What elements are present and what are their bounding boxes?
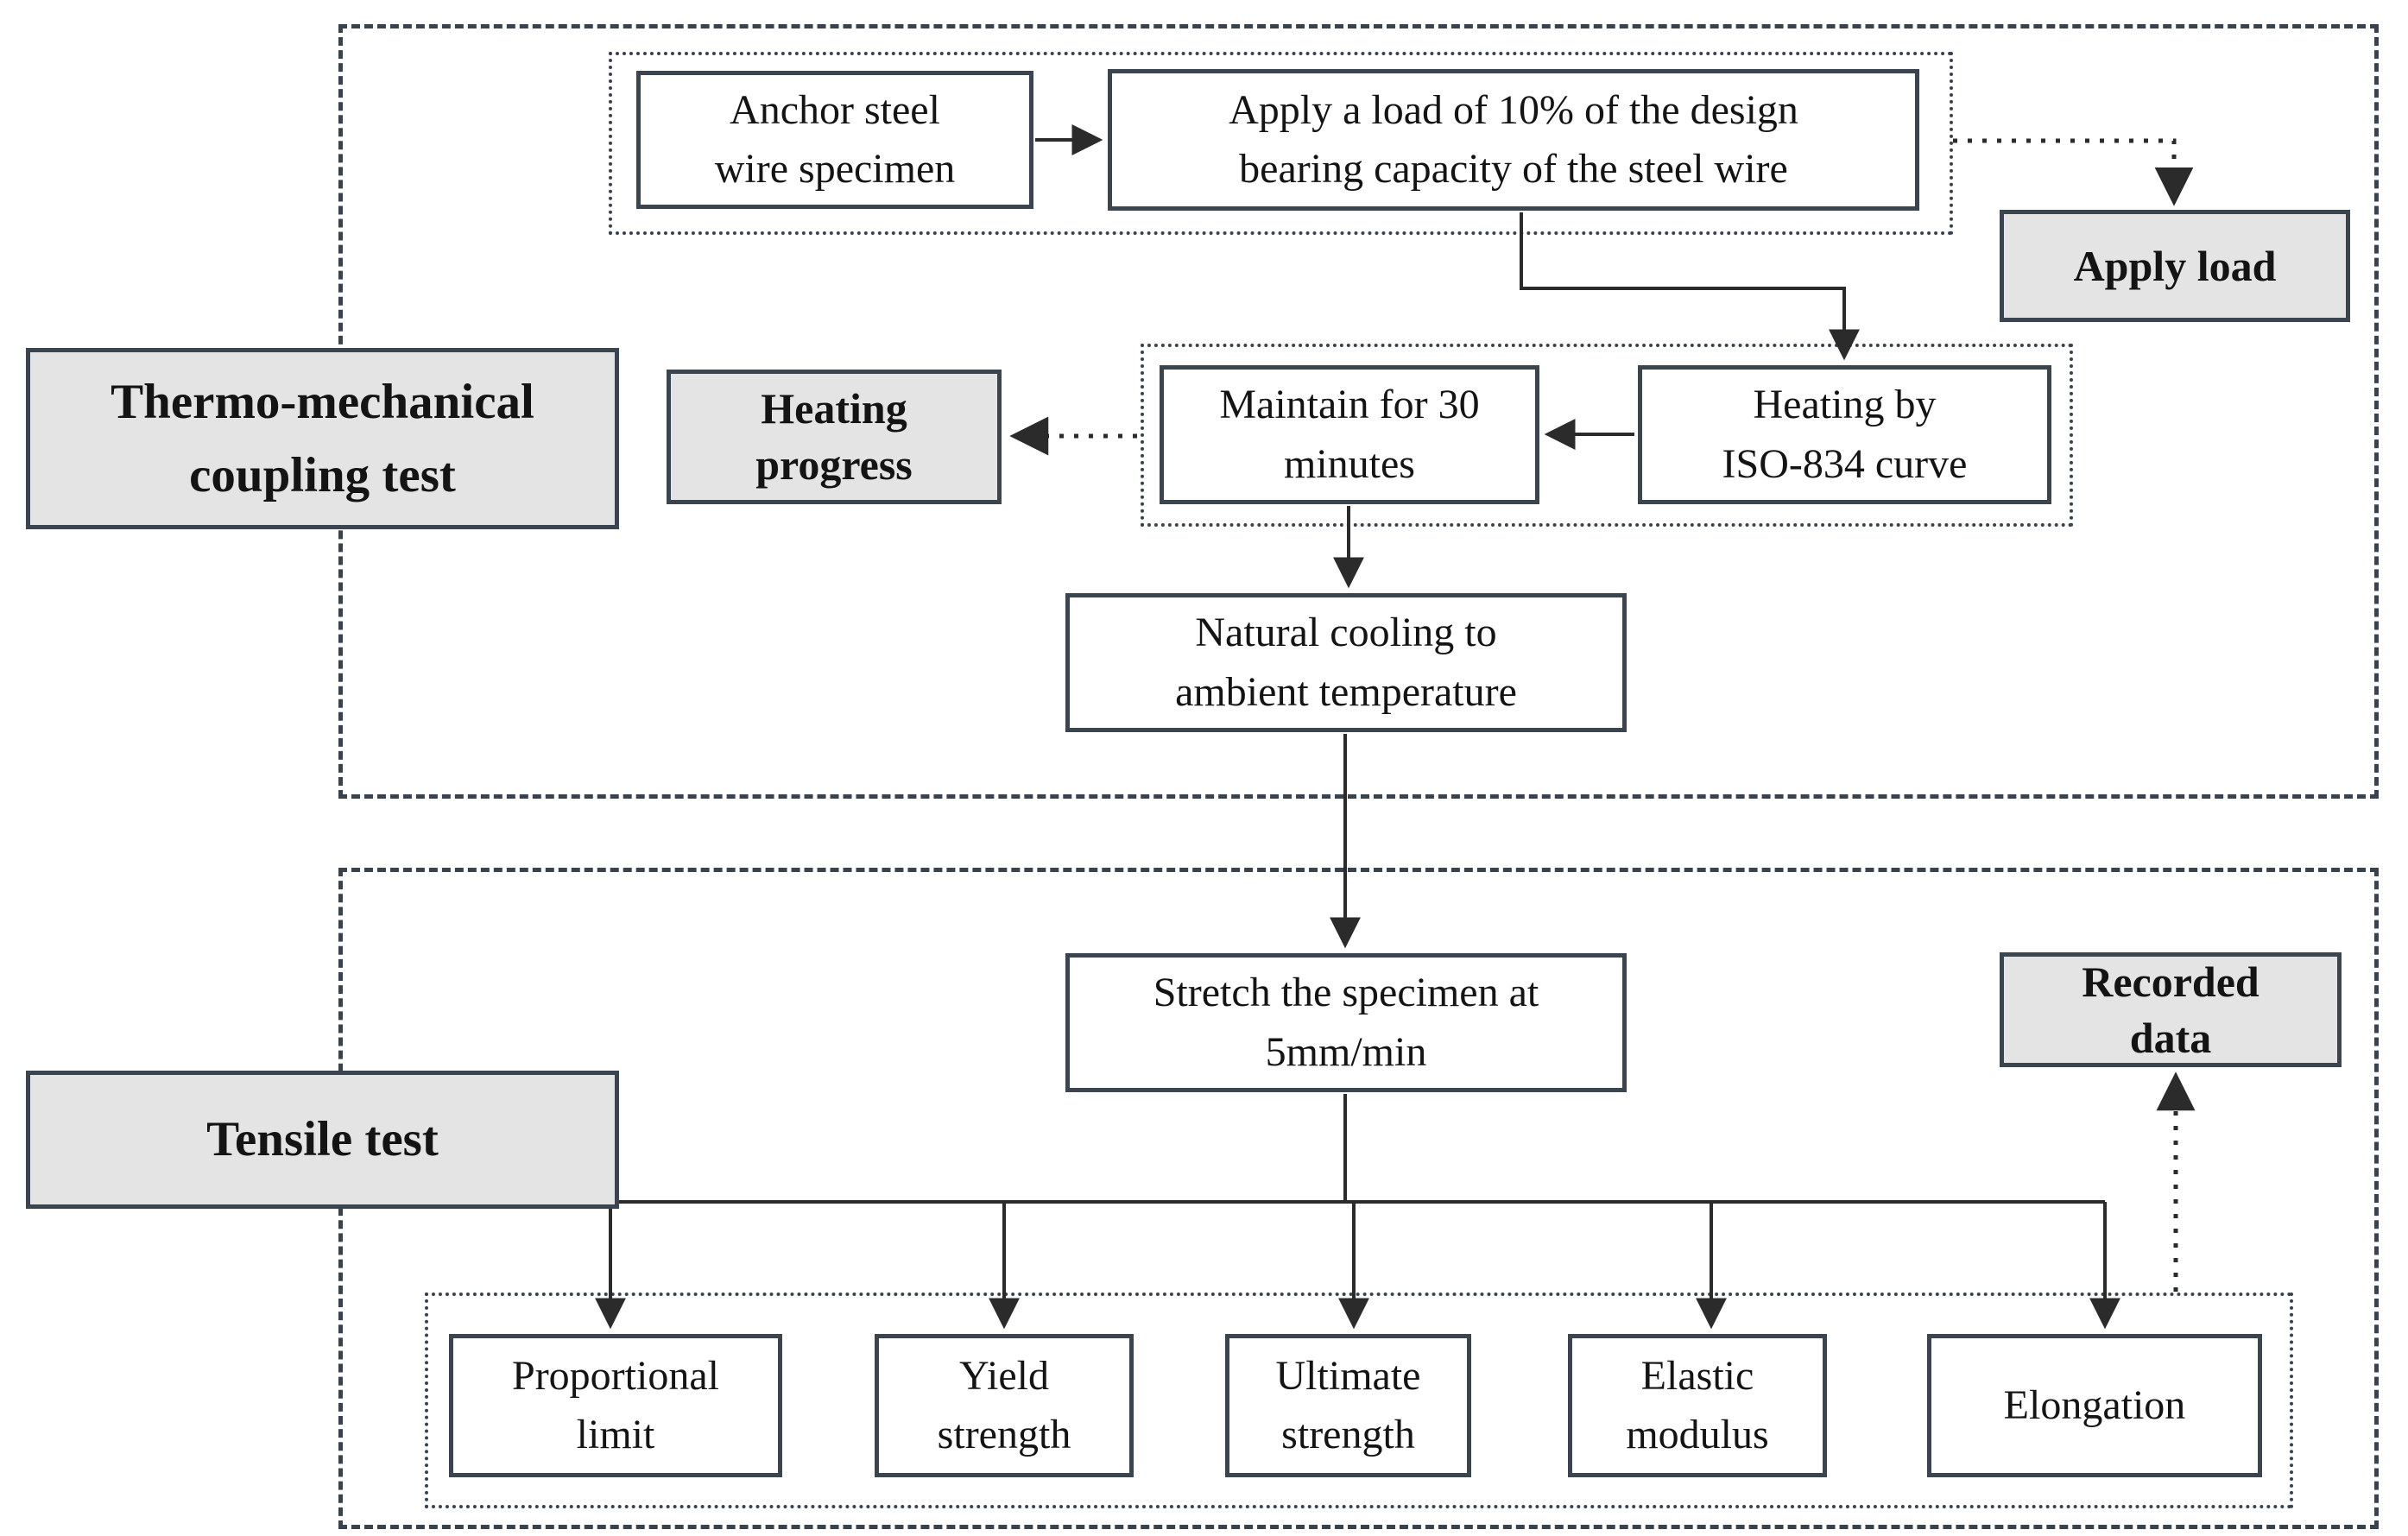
result-ultimate-strength-box: Ultimate strength (1225, 1334, 1471, 1477)
result-yield-strength-box: Yield strength (875, 1334, 1134, 1477)
apply-load-10pct-box: Apply a load of 10% of the design bearin… (1108, 69, 1919, 211)
stretch-specimen-box: Stretch the specimen at 5mm/min (1065, 953, 1627, 1092)
apply-load-tag: Apply load (2000, 210, 2350, 322)
anchor-specimen-box: Anchor steel wire specimen (636, 71, 1033, 209)
results-group-container (425, 1293, 2293, 1508)
result-proportional-limit-box: Proportional limit (449, 1334, 782, 1477)
thermo-section-label: Thermo-mechanical coupling test (26, 348, 619, 529)
natural-cooling-box: Natural cooling to ambient temperature (1065, 593, 1627, 732)
heating-iso834-box: Heating by ISO-834 curve (1638, 365, 2051, 504)
tensile-section-label: Tensile test (26, 1071, 619, 1209)
maintain-30min-box: Maintain for 30 minutes (1160, 365, 1539, 504)
load-group-container (609, 52, 1953, 235)
heating-progress-tag: Heating progress (667, 370, 1002, 504)
result-elastic-modulus-box: Elastic modulus (1568, 1334, 1827, 1477)
result-elongation-box: Elongation (1927, 1334, 2262, 1477)
recorded-data-tag: Recorded data (2000, 952, 2342, 1067)
